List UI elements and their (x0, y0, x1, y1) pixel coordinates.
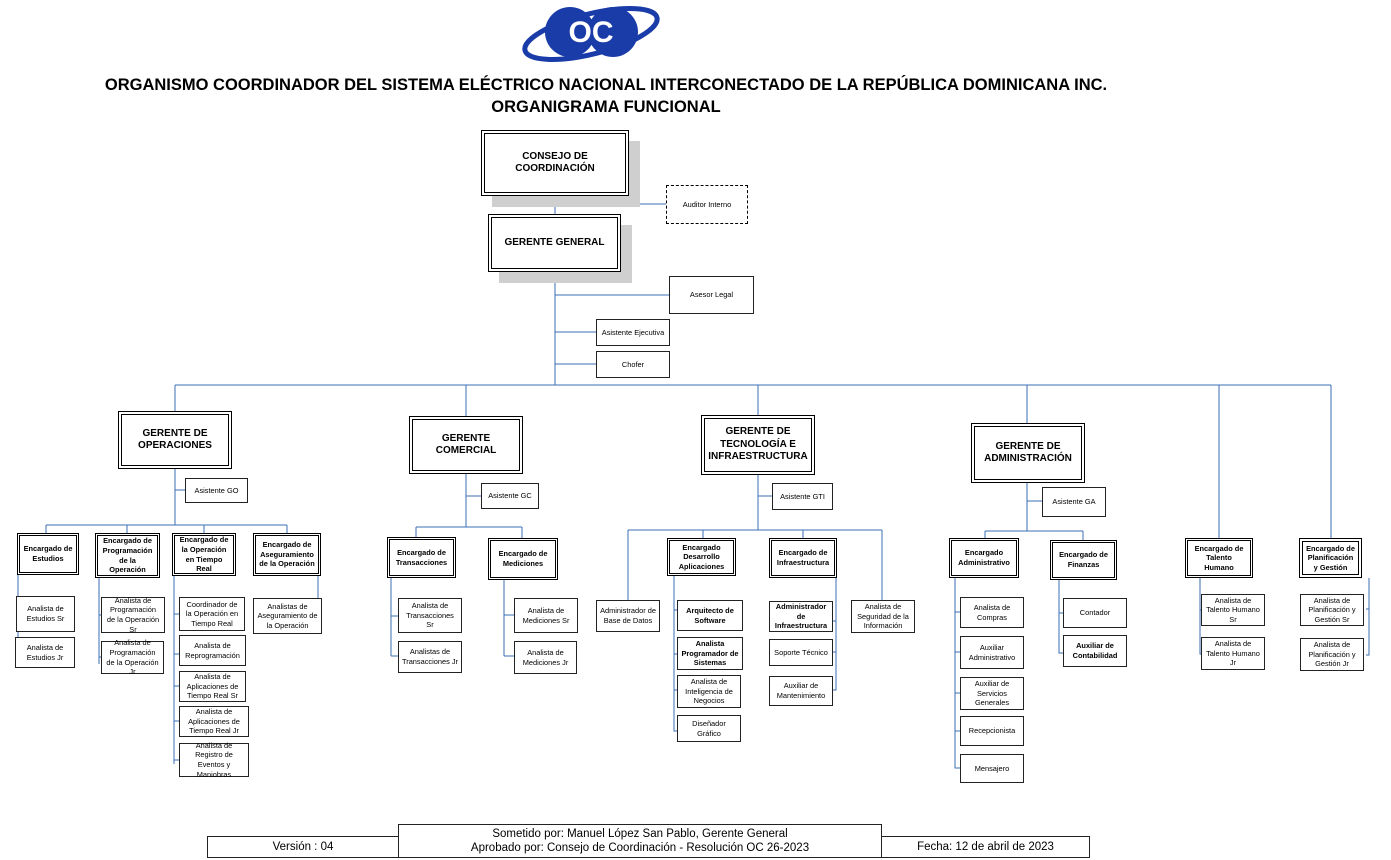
staff-transacciones-jr: Analistas de Transacciones Jr (398, 641, 462, 673)
staff-estudios-jr: Analista de Estudios Jr (15, 637, 75, 668)
consejo-box: CONSEJO DE COORDINACIÓN (481, 130, 629, 196)
unit-desarrollo: Encargado Desarrollo Aplicaciones (667, 538, 736, 576)
staff-mediciones-jr: Analista de Mediciones Jr (514, 641, 577, 674)
asistente-ga-box: Asistente GA (1042, 487, 1106, 517)
unit-programacion: Encargado de Programación de la Operació… (95, 533, 160, 578)
footer-aprobado: Aprobado por: Consejo de Coordinación - … (470, 842, 810, 854)
staff-programacion-sr: Analista de Programación de la Operación… (101, 596, 165, 634)
staff-auxiliar-mantenimiento: Auxiliar de Mantenimiento (769, 676, 833, 706)
oc-logo-icon: OC (522, 6, 660, 62)
auditor-box: Auditor Interno (666, 185, 748, 224)
staff-soporte-tecnico: Soporte Técnico (769, 639, 833, 666)
unit-transacciones: Encargado de Transacciones (387, 537, 456, 578)
staff-mensajero: Mensajero (960, 754, 1024, 783)
staff-recepcionista: Recepcionista (960, 716, 1024, 746)
unit-finanzas: Encargado de Finanzas (1050, 540, 1117, 580)
staff-registro-eventos: Analista de Registro de Eventos y Maniob… (179, 741, 249, 779)
footer-version: Versión : 04 (207, 836, 399, 858)
asistente-go-box: Asistente GO (185, 478, 248, 503)
staff-servicios-generales: Auxiliar de Servicios Generales (960, 677, 1024, 710)
unit-aseguramiento: Encargado de Aseguramiento de la Operaci… (253, 533, 321, 576)
footer-fecha: Fecha: 12 de abril de 2023 (881, 836, 1090, 858)
security-box: Analista de Seguridad de la Información (851, 600, 915, 633)
chart-title: ORGANIGRAMA FUNCIONAL (491, 98, 721, 116)
staff-transacciones-sr: Analista de Transacciones Sr (398, 598, 462, 633)
asesor-legal-box: Asesor Legal (669, 276, 754, 314)
logo-text: OC (569, 16, 614, 49)
gerente-administracion-box: GERENTE DE ADMINISTRACIÓN (971, 423, 1085, 483)
asistente-gti-box: Asistente GTI (772, 483, 833, 510)
staff-compras: Analista de Compras (960, 597, 1024, 628)
gerente-tecnologia-box: GERENTE DE TECNOLOGÍA E INFRAESTRUCTURA (701, 415, 815, 475)
staff-reprogramacion: Analista de Reprogramación (179, 635, 246, 666)
staff-analista-programador: Analista Programador de Sistemas (677, 637, 743, 670)
unit-tiempo-real: Encargado de la Operación en Tiempo Real (172, 533, 236, 576)
unit-estudios: Encargado de Estudios (17, 533, 79, 575)
staff-planificacion-sr: Analista de Planificación y Gestión Sr (1300, 594, 1364, 626)
gerente-operaciones-box: GERENTE DE OPERACIONES (118, 411, 232, 469)
staff-talento-jr: Analista de Talento Humano Jr (1201, 637, 1265, 670)
staff-talento-sr: Analista de Talento Humano Sr (1201, 594, 1265, 626)
organization-title: ORGANISMO COORDINADOR DEL SISTEMA ELÉCTR… (104, 76, 1108, 94)
unit-planificacion: Encargado de Planificación y Gestión (1299, 538, 1362, 578)
unit-mediciones: Encargado de Mediciones (488, 538, 558, 580)
staff-planificacion-jr: Analista de Planificación y Gestión Jr (1300, 638, 1364, 671)
chofer-box: Chofer (596, 351, 670, 378)
gerente-general-box: GERENTE GENERAL (488, 214, 621, 272)
staff-aplicaciones-sr: Analista de Aplicaciones de Tiempo Real … (179, 671, 246, 702)
staff-coordinador-tiempo-real: Coordinador de la Operación en Tiempo Re… (179, 597, 245, 631)
unit-infraestructura: Encargado de Infraestructura (769, 538, 837, 578)
staff-programacion-jr: Analista de Programación de la Operación… (101, 638, 164, 676)
staff-estudios-sr: Analista de Estudios Sr (16, 596, 75, 632)
staff-mediciones-sr: Analista de Mediciones Sr (514, 598, 578, 633)
staff-auxiliar-contabilidad: Auxiliar de Contabilidad (1063, 635, 1127, 667)
footer-approval: Sometido por: Manuel López San Pablo, Ge… (398, 824, 882, 858)
asistente-ejecutiva-box: Asistente Ejecutiva (596, 319, 670, 346)
staff-auxiliar-administrativo: Auxiliar Administrativo (960, 636, 1024, 669)
staff-admin-infraestructura: Administrador de Infraestructura (769, 601, 833, 632)
staff-aseguramiento: Analistas de Aseguramiento de la Operaci… (253, 598, 322, 634)
unit-talento-humano: Encargado de Talento Humano (1185, 538, 1253, 578)
staff-contador: Contador (1063, 598, 1127, 628)
dba-box: Administrador de Base de Datos (596, 600, 660, 632)
unit-administrativo: Encargado Administrativo (949, 538, 1019, 578)
footer-sometido: Sometido por: Manuel López San Pablo, Ge… (492, 828, 788, 840)
staff-arquitecto-software: Arquitecto de Software (677, 600, 743, 631)
asistente-gc-box: Asistente GC (481, 483, 539, 509)
staff-aplicaciones-jr: Analista de Aplicaciones de Tiempo Real … (179, 706, 249, 737)
staff-inteligencia-negocios: Analista de Inteligencia de Negocios (677, 675, 741, 708)
staff-disenador-grafico: Diseñador Gráfico (677, 715, 741, 742)
gerente-comercial-box: GERENTE COMERCIAL (409, 416, 523, 474)
